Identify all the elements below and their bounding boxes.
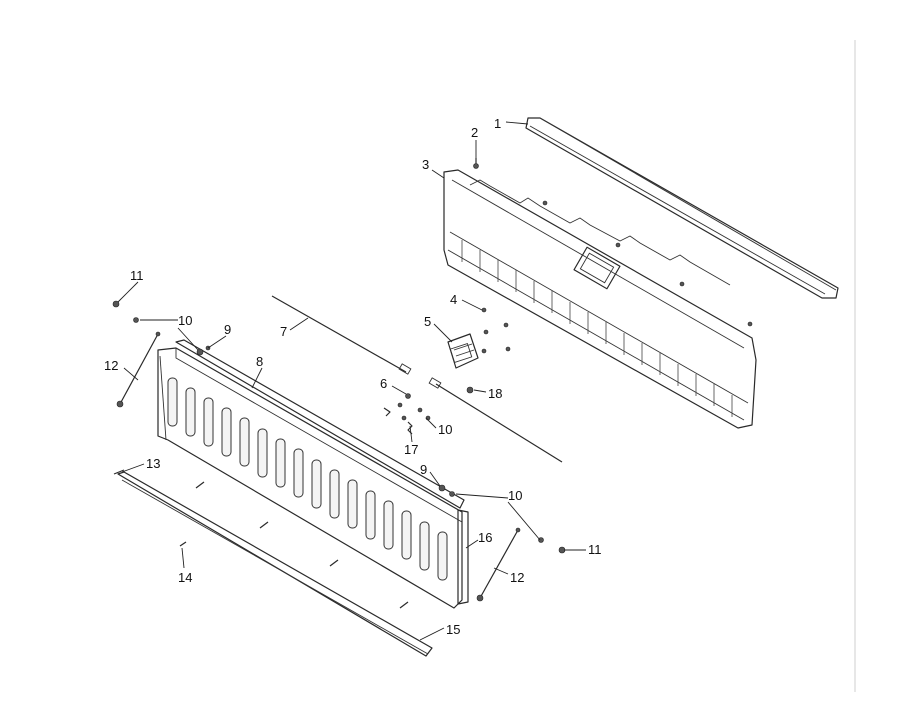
callout-14: 14 (178, 570, 192, 585)
part-washer-9-right (438, 484, 446, 492)
part-latch-handle (447, 333, 479, 369)
part-screws-4 (481, 307, 511, 354)
callout-12a: 12 (104, 358, 118, 373)
callout-10c: 10 (508, 488, 522, 503)
callout-11a: 11 (130, 268, 144, 283)
callout-5: 5 (424, 314, 431, 329)
part-pivot-bolt-left (112, 300, 120, 308)
callout-2: 2 (471, 125, 478, 140)
callout-9b: 9 (420, 462, 427, 477)
part-washer-18 (466, 386, 474, 394)
callout-16: 16 (478, 530, 492, 545)
callout-18: 18 (488, 386, 502, 401)
callout-10b: 10 (438, 422, 452, 437)
part-cable-right (476, 527, 521, 602)
callout-8: 8 (256, 354, 263, 369)
part-top-cap-rail (525, 117, 839, 299)
part-bottom-rail (117, 471, 433, 657)
callout-7: 7 (280, 324, 287, 339)
part-washer-10-left (133, 317, 139, 323)
callout-12b: 12 (510, 570, 524, 585)
callout-1: 1 (494, 116, 501, 131)
callout-labels: 1 2 3 4 5 6 7 8 9 9 10 10 10 11 11 12 12… (104, 116, 602, 637)
part-bolt-2 (473, 158, 479, 169)
callout-15: 15 (446, 622, 460, 637)
panel-slots (167, 377, 448, 581)
callout-13: 13 (146, 456, 160, 471)
part-outer-panel (157, 339, 465, 609)
callout-10a: 10 (178, 313, 192, 328)
part-bolt-13 (113, 469, 125, 475)
callout-9a: 9 (224, 322, 231, 337)
part-inner-panel (443, 169, 757, 429)
part-latch-rod-left (271, 295, 412, 375)
callout-17: 17 (404, 442, 418, 457)
part-washer-9-left (196, 348, 204, 356)
callout-11b: 11 (588, 542, 602, 557)
callout-4: 4 (450, 292, 457, 307)
part-hardware-6-17 (383, 393, 431, 435)
part-latch-rod-right (428, 377, 563, 463)
part-washer-10-right (449, 491, 455, 497)
part-washer-10-far (538, 537, 544, 543)
part-side-plate-16 (457, 509, 469, 605)
callout-6: 6 (380, 376, 387, 391)
part-cable-left (116, 331, 161, 408)
part-bottom-bolts-14 (179, 481, 409, 609)
callout-3: 3 (422, 157, 429, 172)
leader-lines (117, 121, 586, 641)
